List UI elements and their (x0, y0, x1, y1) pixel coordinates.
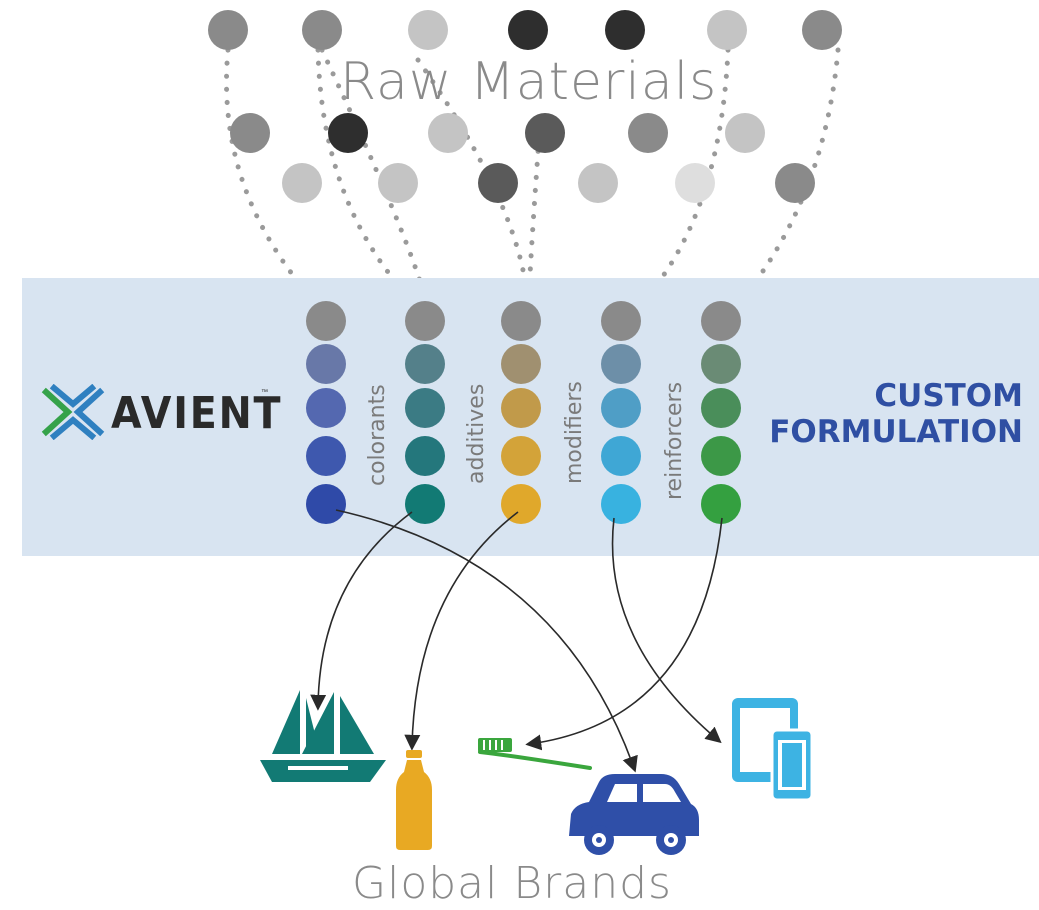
raw-material-dot (230, 113, 270, 153)
product-arrow (611, 517, 722, 744)
formulation-dot (405, 344, 445, 384)
formulation-dot (701, 436, 741, 476)
dotted-connector (723, 47, 841, 321)
formulation-dot (701, 484, 741, 524)
product-arrow (310, 511, 413, 711)
formulation-dot (601, 344, 641, 384)
raw-material-dot (802, 10, 842, 50)
raw-material-dot (707, 10, 747, 50)
trademark-mark: ™ (261, 389, 268, 396)
raw-material-dot (378, 163, 418, 203)
raw-material-dot (208, 10, 248, 50)
formulation-dot (306, 388, 346, 428)
avient-logo-mark-icon (41, 384, 105, 440)
formulation-dot (306, 484, 346, 524)
custom-formulation-headline: CUSTOM FORMULATION (769, 378, 1023, 450)
formulation-dot (405, 301, 445, 341)
product-arrow (404, 511, 519, 751)
headline-line-1: CUSTOM (874, 378, 1023, 414)
raw-material-dot (408, 10, 448, 50)
formulation-dot (405, 436, 445, 476)
dotted-connector (525, 122, 543, 321)
formulation-dot (405, 388, 445, 428)
raw-materials-title: Raw Materials (340, 52, 718, 112)
devices-icon (732, 698, 814, 802)
formulation-dot (501, 436, 541, 476)
raw-material-dot (302, 10, 342, 50)
raw-material-dot (508, 10, 548, 50)
formulation-dot (405, 484, 445, 524)
toothbrush-icon (478, 738, 592, 770)
formulation-dot (701, 388, 741, 428)
formulation-dot (501, 388, 541, 428)
formulation-dot (601, 484, 641, 524)
bottle-icon (396, 750, 432, 850)
raw-material-dot (675, 163, 715, 203)
product-arrow (335, 509, 638, 773)
product-arrow (525, 517, 723, 751)
raw-material-dot (478, 163, 518, 203)
raw-material-dot (775, 163, 815, 203)
formulation-dot (701, 301, 741, 341)
raw-material-dot (282, 163, 322, 203)
raw-material-dot (328, 113, 368, 153)
formulation-dot (701, 344, 741, 384)
dotted-connector (223, 47, 333, 321)
car-icon (569, 774, 699, 855)
raw-material-dot (628, 113, 668, 153)
headline-line-2: FORMULATION (769, 414, 1023, 450)
sailboat-icon (260, 690, 386, 782)
raw-material-dot (428, 113, 468, 153)
formulation-dot (601, 436, 641, 476)
raw-material-dot (578, 163, 618, 203)
raw-material-dot (725, 113, 765, 153)
global-brands-title: Global Brands (352, 858, 672, 909)
raw-material-dot (525, 113, 565, 153)
column-label-reinforcers: reinforcers (662, 381, 687, 500)
formulation-dot (306, 436, 346, 476)
column-label-colorants: colorants (365, 384, 390, 486)
raw-material-dot (605, 10, 645, 50)
formulation-dot (306, 301, 346, 341)
column-label-modifiers: modifiers (562, 381, 587, 484)
formulation-dot (501, 344, 541, 384)
formulation-dot (601, 388, 641, 428)
formulation-dot (501, 484, 541, 524)
formulation-dot (306, 344, 346, 384)
column-label-additives: additives (464, 383, 489, 484)
formulation-dot (601, 301, 641, 341)
avient-wordmark: AVIENT (111, 388, 283, 439)
formulation-dot (501, 301, 541, 341)
